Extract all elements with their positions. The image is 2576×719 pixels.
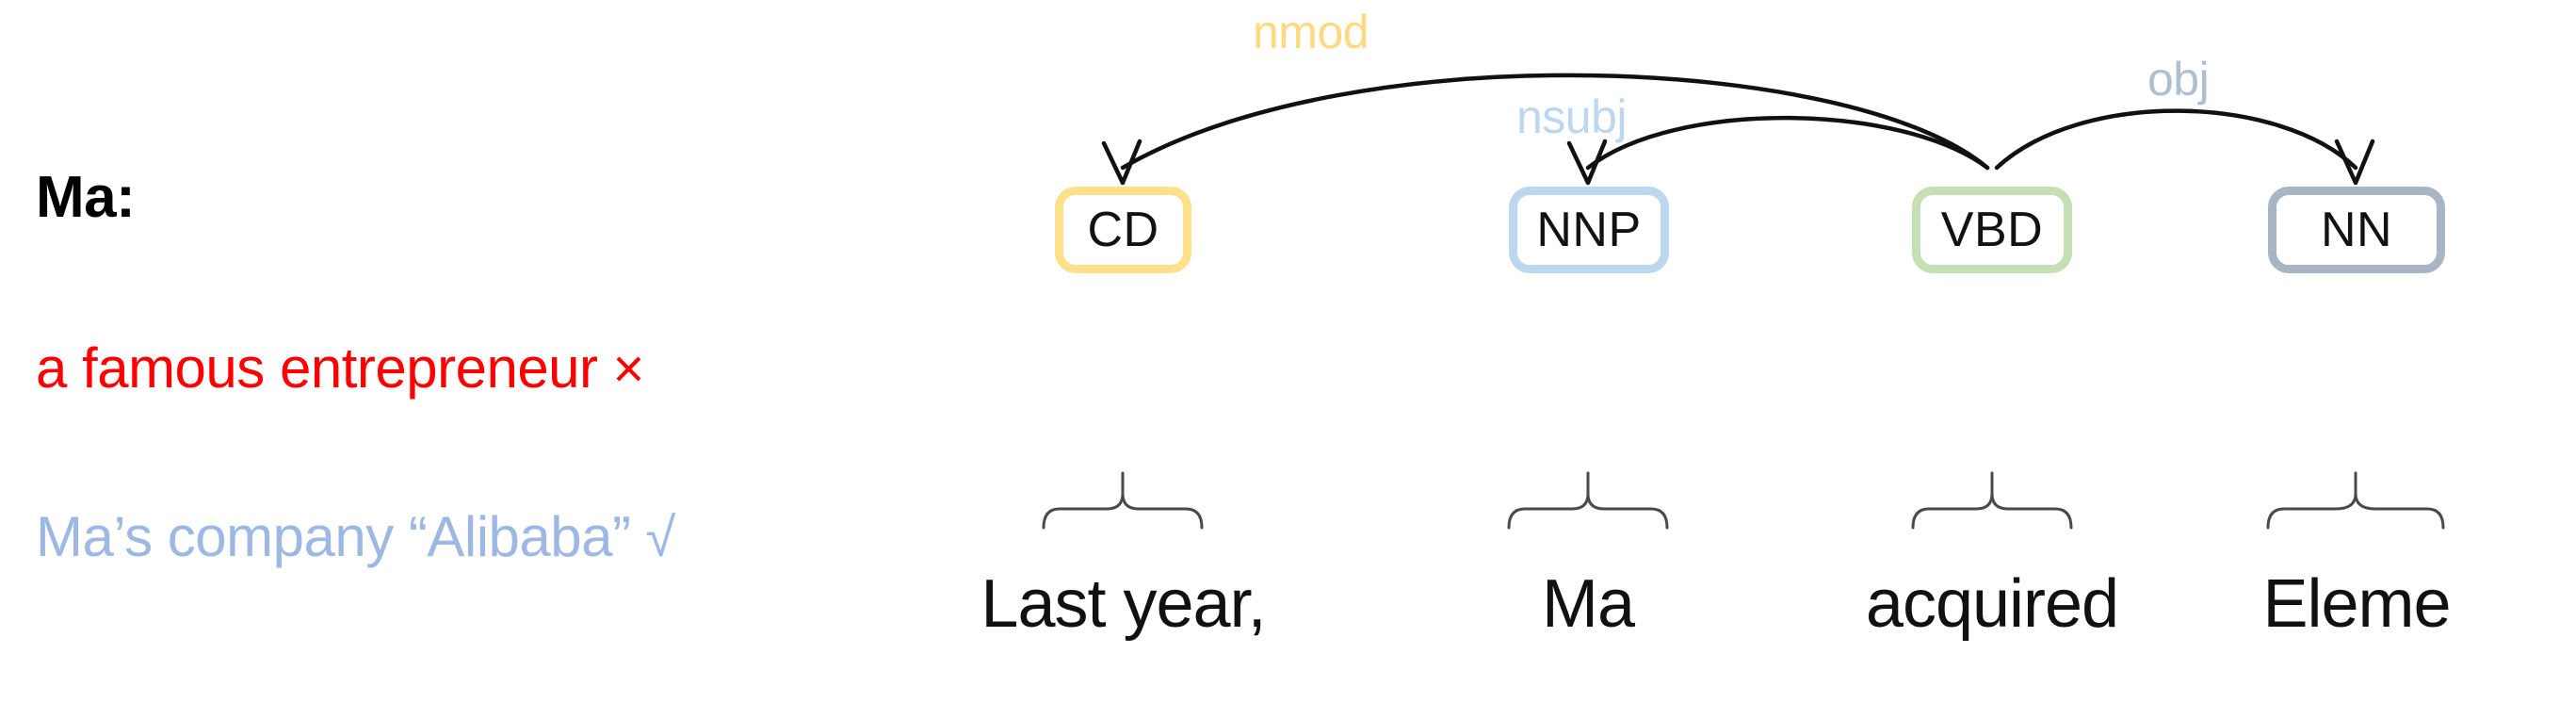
entity-mention-title: Ma:: [36, 165, 136, 230]
word-token-1: Ma: [1541, 566, 1635, 642]
word-token-3: Eleme: [2262, 566, 2451, 642]
candidate-option-incorrect: a famous entrepreneur×: [36, 335, 644, 400]
brace-token-0: [1042, 493, 1204, 530]
arrowhead-nmod: [1101, 139, 1142, 186]
pos-box-vbd[interactable]: VBD: [1912, 187, 2072, 273]
arc-label-nmod: nmod: [1253, 6, 1369, 58]
arc-nsubj: [1585, 115, 1990, 171]
arc-label-obj: obj: [2147, 53, 2210, 106]
candidate-text-correct: Ma’s company “Alibaba”: [36, 505, 631, 568]
check-mark-icon: √: [645, 507, 676, 568]
word-token-2: acquired: [1865, 566, 2119, 642]
arrowhead-obj: [2334, 139, 2375, 186]
brace-token-3: [2266, 493, 2445, 530]
word-token-0: Last year,: [980, 566, 1266, 642]
candidate-text-incorrect: a famous entrepreneur: [36, 336, 598, 400]
arc-obj: [1994, 108, 2358, 171]
pos-box-nn[interactable]: NN: [2268, 187, 2445, 273]
pos-box-cd[interactable]: CD: [1055, 187, 1191, 273]
arc-label-nsubj: nsubj: [1516, 90, 1628, 143]
brace-token-1: [1507, 493, 1669, 530]
candidate-option-correct: Ma’s company “Alibaba”√: [36, 504, 675, 569]
arrowhead-nsubj: [1566, 139, 1608, 186]
pos-box-nnp[interactable]: NNP: [1509, 187, 1669, 273]
dependency-parse-diagram: nmod nsubj obj CD NNP VBD NN Last year, …: [961, 0, 2576, 719]
brace-token-2: [1911, 493, 2073, 530]
cross-mark-icon: ×: [612, 338, 645, 400]
entity-annotation-panel: Ma: a famous entrepreneur× Ma’s company …: [0, 0, 961, 719]
